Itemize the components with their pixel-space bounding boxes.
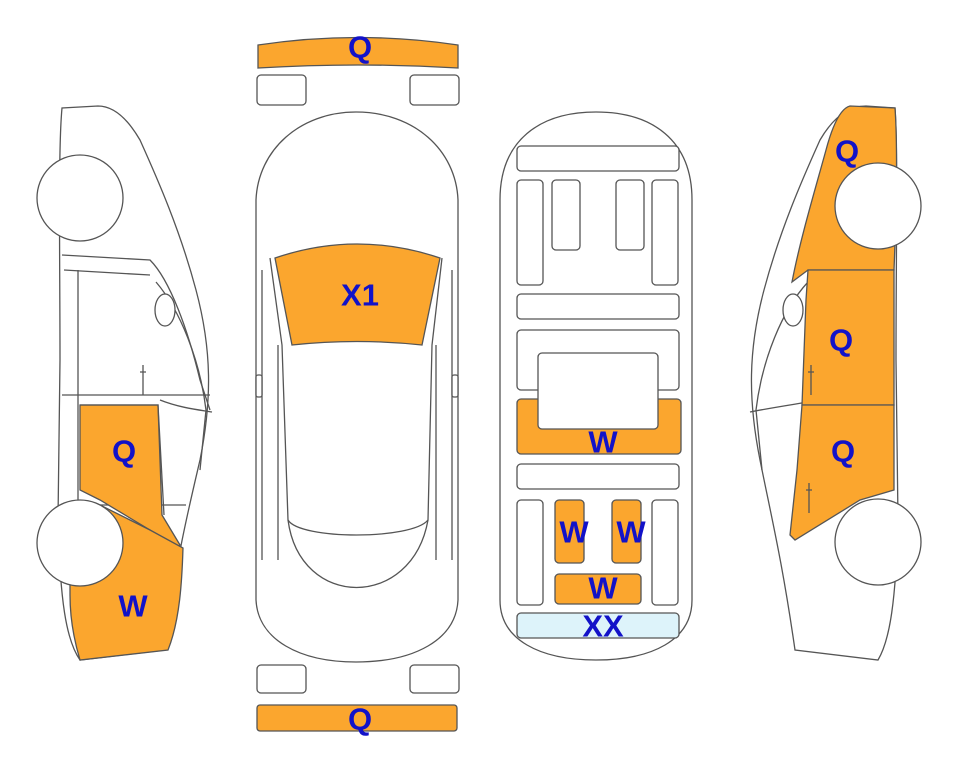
- left-side-view: Q W: [36, 105, 213, 661]
- windshield-damage: [274, 243, 441, 346]
- right-mirror: [782, 293, 804, 327]
- zone-label-left-rear-quarter: W: [118, 589, 148, 624]
- left-mirror: [154, 293, 176, 327]
- front-bumper-damage: [257, 36, 459, 69]
- floor-rear-right-damage: [611, 499, 642, 564]
- right-rear-wheel: [834, 498, 922, 586]
- right-front-wheel: [834, 162, 922, 250]
- zone-label-right-front-door: Q: [829, 323, 853, 358]
- front-right-light: [409, 74, 460, 106]
- zone-label-floor-rear-panel: XX: [582, 609, 624, 644]
- zone-label-floor-rear-left: W: [559, 515, 589, 550]
- top-view: Q X1 Q: [255, 30, 460, 737]
- rear-bumper-damage: [256, 704, 458, 732]
- front-left-light: [256, 74, 307, 106]
- left-front-wheel: [36, 154, 124, 242]
- right-side-view: Q Q Q: [749, 105, 922, 661]
- zone-label-floor-trunk: W: [588, 571, 618, 606]
- rear-left-light: [256, 664, 307, 694]
- zone-label-floor-rear-right: W: [616, 515, 646, 550]
- right-rear-door-damage: [789, 404, 895, 541]
- rear-right-light: [409, 664, 460, 694]
- floor-center-plate: [537, 352, 659, 430]
- zone-label-right-rear-door: Q: [831, 434, 855, 469]
- zone-label-right-front-fender: Q: [835, 134, 859, 169]
- top-body-outline: [255, 111, 459, 663]
- underbody-view: W W W W XX: [499, 111, 693, 661]
- top-right-mirror: [451, 374, 459, 398]
- top-left-mirror: [255, 374, 263, 398]
- zone-label-left-rear-door: Q: [112, 434, 136, 469]
- zone-label-front-bumper: Q: [348, 30, 372, 65]
- left-rear-wheel: [36, 499, 124, 587]
- floor-trunk-damage: [554, 573, 642, 605]
- zone-label-rear-bumper: Q: [348, 702, 372, 737]
- floor-rear-panel-replaced: [516, 612, 680, 639]
- zone-label-windshield: X1: [341, 278, 379, 313]
- floor-rear-left-damage: [554, 499, 585, 564]
- zone-label-floor-center: W: [588, 425, 618, 460]
